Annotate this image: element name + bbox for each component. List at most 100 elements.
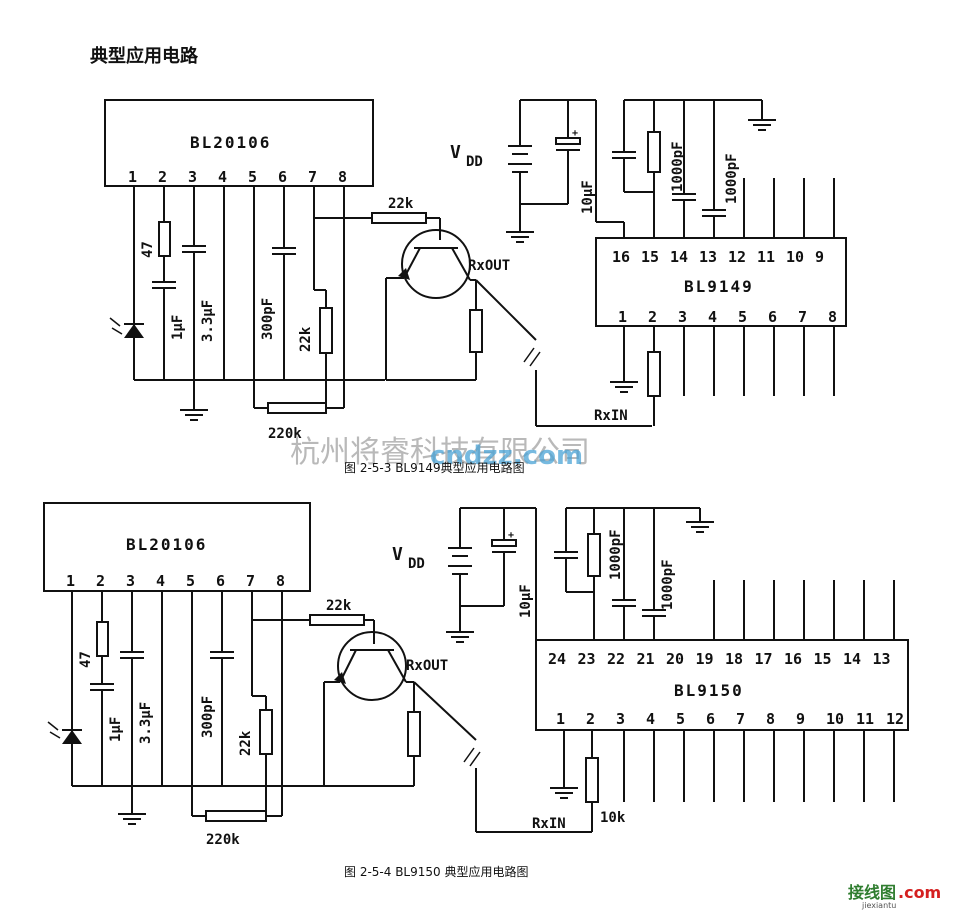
pin-number: 1 xyxy=(128,168,137,186)
pin-number: 5 xyxy=(248,168,257,186)
pin-number: 2 xyxy=(586,710,595,728)
label-rxin-2: RxIN xyxy=(532,816,566,832)
pin-number: 8 xyxy=(828,308,837,326)
chip-bl20106-label-2: BL20106 xyxy=(126,535,207,554)
label-10uf: 10μF xyxy=(580,180,596,214)
resistor-47 xyxy=(158,221,171,257)
chip-bl20106-body-2 xyxy=(43,502,311,592)
chip-bl9150-body xyxy=(535,639,909,731)
label-300pf-2: 300pF xyxy=(200,696,216,738)
watermark-site: cndzz.com xyxy=(430,441,583,471)
led-diode-2 xyxy=(47,721,82,744)
pin-number: 2 xyxy=(96,572,105,590)
label-1000pf-b: 1000pF xyxy=(724,153,740,204)
pin-number: 3 xyxy=(678,308,687,326)
pin-number: 15 xyxy=(641,248,659,266)
pin-number: 4 xyxy=(156,572,165,590)
logo-cn: 接线图 xyxy=(848,883,896,902)
pin-number: 1 xyxy=(556,710,565,728)
pin-number: 23 xyxy=(578,650,596,668)
pin-number: 7 xyxy=(798,308,807,326)
chip-bl9149-label: BL9149 xyxy=(684,277,754,296)
pin-number: 5 xyxy=(676,710,685,728)
caption-bl9149: 图 2-5-3 BL9149典型应用电路图 xyxy=(344,460,525,475)
pin-number: 18 xyxy=(725,650,743,668)
pin-number: 21 xyxy=(637,650,655,668)
pin-number: 14 xyxy=(843,650,861,668)
pin-number: 3 xyxy=(616,710,625,728)
pin-number: 2 xyxy=(158,168,167,186)
pin-number: 12 xyxy=(728,248,746,266)
pin-number: 12 xyxy=(886,710,904,728)
pin-number: 6 xyxy=(768,308,777,326)
label-vdd-sub: DD xyxy=(466,154,483,170)
pin-number: 15 xyxy=(814,650,832,668)
resistor-22k-horizontal xyxy=(371,212,427,224)
pin-number: 19 xyxy=(696,650,714,668)
pin-number: 5 xyxy=(738,308,747,326)
label-1000pf-a: 1000pF xyxy=(670,141,686,192)
chip-bl20106-label: BL20106 xyxy=(190,133,271,152)
pin-number: 14 xyxy=(670,248,688,266)
pin-number: 4 xyxy=(708,308,717,326)
label-47-2: 47 xyxy=(78,651,94,668)
chip-bl9150-label: BL9150 xyxy=(674,681,744,700)
pin-number: 11 xyxy=(856,710,874,728)
page-heading: 典型应用电路 xyxy=(90,45,199,67)
chip-bl20106-body xyxy=(104,99,374,187)
pin-number: 11 xyxy=(757,248,775,266)
watermark-company: 杭州将睿科技有限公司 xyxy=(290,435,590,470)
label-1uf-2: 1μF xyxy=(108,717,124,742)
transistor-rxout-2 xyxy=(334,631,407,701)
label-3-3uf-2: 3.3μF xyxy=(138,702,154,744)
pin-number: 9 xyxy=(796,710,805,728)
label-300pf: 300pF xyxy=(260,298,276,340)
pin-number: 4 xyxy=(218,168,227,186)
svg-text:+: + xyxy=(508,530,514,541)
label-1uf: 1μF xyxy=(170,315,186,340)
pin-number: 10 xyxy=(786,248,804,266)
pin-number: 13 xyxy=(699,248,717,266)
pin-number: 7 xyxy=(308,168,317,186)
resistor-220k xyxy=(267,402,327,414)
label-vdd: V xyxy=(450,142,461,163)
pin-number: 6 xyxy=(706,710,715,728)
label-10uf-2: 10μF xyxy=(518,584,534,618)
pin-number: 10 xyxy=(826,710,844,728)
label-vdd-sub-2: DD xyxy=(408,556,425,572)
resistor-22k-vertical xyxy=(319,307,333,354)
label-rxout: RxOUT xyxy=(468,258,510,274)
logo-sub: jiexiantu xyxy=(861,901,896,910)
label-220k: 220k xyxy=(268,426,302,442)
pin-number: 8 xyxy=(276,572,285,590)
pin-number: 16 xyxy=(612,248,630,266)
pin-number: 22 xyxy=(607,650,625,668)
logo-dotcom: .com xyxy=(898,883,941,902)
pin-number: 5 xyxy=(186,572,195,590)
label-22k-vertical-2: 22k xyxy=(238,730,254,756)
label-rxout-2: RxOUT xyxy=(406,658,448,674)
pin-number: 7 xyxy=(246,572,255,590)
pin-number: 4 xyxy=(646,710,655,728)
chip-bl20106-leads xyxy=(133,186,385,410)
pin-number: 9 xyxy=(815,248,824,266)
label-22k-horizontal: 22k xyxy=(388,196,414,212)
pin-number: 8 xyxy=(338,168,347,186)
label-3-3uf: 3.3μF xyxy=(200,300,216,342)
label-1000pf-b-2: 1000pF xyxy=(660,559,676,610)
capacitor-10uf xyxy=(555,137,581,145)
pin-number: 6 xyxy=(278,168,287,186)
caption-bl9150: 图 2-5-4 BL9150 典型应用电路图 xyxy=(344,864,528,879)
chip-bl20106-pins: 1 2 3 4 5 6 7 8 xyxy=(128,168,347,186)
pin-number: 3 xyxy=(188,168,197,186)
chip-bl9149-top-pins: 16 15 14 13 12 11 10 9 xyxy=(612,248,824,266)
ground-symbol xyxy=(180,409,208,421)
pin-number: 16 xyxy=(784,650,802,668)
label-1000pf-a-2: 1000pF xyxy=(608,529,624,580)
